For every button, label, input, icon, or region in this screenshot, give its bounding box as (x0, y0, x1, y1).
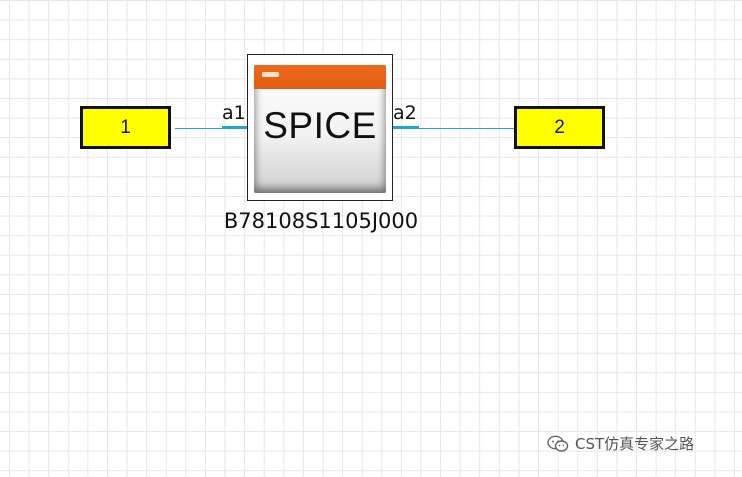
wire-a2-to-port2 (392, 128, 516, 129)
pin-a2-label: a2 (393, 102, 417, 124)
spice-icon-titlebar-button (262, 72, 279, 77)
spice-block[interactable]: SPICE (247, 54, 393, 201)
port-2[interactable]: 2 (514, 106, 605, 149)
port-2-label: 2 (554, 116, 565, 138)
pin-a1-label: a1 (222, 102, 246, 124)
wire-port1-to-a1 (175, 128, 250, 129)
port-1[interactable]: 1 (80, 106, 171, 149)
spice-icon: SPICE (254, 65, 386, 193)
wechat-icon (547, 435, 569, 452)
port-1-label: 1 (120, 116, 131, 138)
pin-a1[interactable] (222, 126, 248, 128)
watermark: CST仿真专家之路 (547, 433, 694, 454)
watermark-text: CST仿真专家之路 (575, 435, 695, 453)
component-name: B78108S1105J000 (223, 209, 419, 233)
spice-type-label: SPICE (263, 105, 377, 146)
pin-a2[interactable] (393, 126, 419, 128)
spice-icon-titlebar (254, 65, 386, 89)
